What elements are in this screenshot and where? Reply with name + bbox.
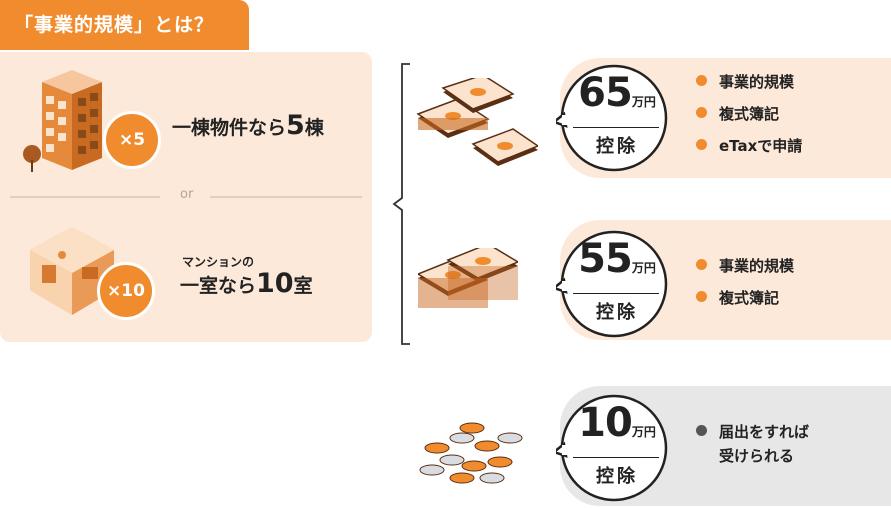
requirement-list: 事業的規模 複式簿記	[696, 250, 794, 314]
apartment-room-icon	[30, 227, 114, 315]
deduction-label: 控除	[596, 136, 638, 157]
banknote-stack-icon	[418, 248, 518, 308]
requirement-list: 事業的規模 複式簿記 eTaxで申請	[696, 66, 802, 162]
deduction-label: 控除	[596, 302, 638, 323]
list-item: 複式簿記	[696, 98, 802, 130]
list-item: 事業的規模	[696, 250, 794, 282]
multiplier-badge-10: ×10	[97, 262, 155, 320]
divider	[573, 457, 659, 458]
banknote-stack-icon	[416, 78, 538, 166]
room-condition: 一室なら10室	[180, 268, 313, 299]
deduction-label: 控除	[596, 466, 638, 487]
list-item: 届出をすれば	[696, 420, 809, 444]
bullet-icon	[696, 139, 707, 150]
deduction-amount-55: 55万円	[578, 236, 656, 282]
list-item: eTaxで申請	[696, 130, 802, 162]
speech-bubble	[556, 394, 668, 502]
coin-pile-icon	[419, 422, 523, 484]
room-type-label: マンションの	[182, 255, 255, 269]
list-item: 複式簿記	[696, 282, 794, 314]
speech-bubble	[556, 64, 668, 172]
requirement-list: 届出をすれば 受けられる	[696, 420, 809, 468]
building-condition: 一棟物件なら5棟	[172, 110, 324, 141]
bullet-icon	[696, 107, 707, 118]
bullet-icon	[696, 75, 707, 86]
divider	[573, 293, 659, 294]
divider	[573, 127, 659, 128]
page-title: 「事業的規模」とは？	[0, 0, 249, 50]
deduction-amount-10: 10万円	[578, 400, 656, 446]
curly-brace-icon	[392, 63, 410, 345]
speech-bubble	[556, 230, 668, 338]
bullet-icon	[696, 259, 707, 270]
apartment-building-icon	[23, 70, 102, 172]
bullet-icon	[696, 425, 707, 436]
list-item: 受けられる	[719, 447, 795, 465]
bullet-icon	[696, 291, 707, 302]
list-item: 事業的規模	[696, 66, 802, 98]
or-separator: or	[10, 187, 362, 202]
multiplier-badge-5: ×5	[103, 111, 161, 169]
deduction-amount-65: 65万円	[578, 70, 656, 116]
